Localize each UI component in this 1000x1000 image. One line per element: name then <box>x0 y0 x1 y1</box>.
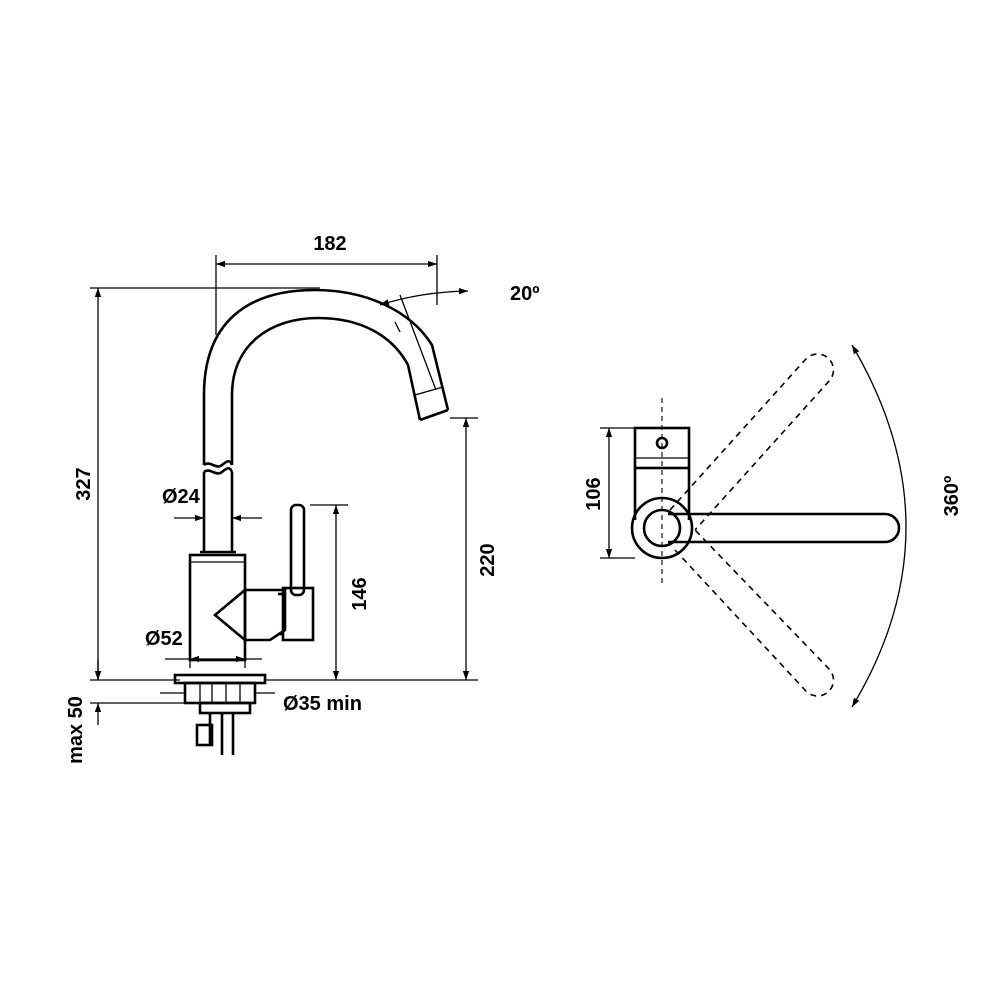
faucet-spout <box>200 288 450 554</box>
dimension-label-d24: Ø24 <box>162 486 201 508</box>
top-view-body <box>630 426 694 560</box>
top-view: 106 360º <box>583 344 963 708</box>
dimension-label-146: 146 <box>349 577 371 610</box>
dimension-label-327: 327 <box>73 467 95 500</box>
dimension-label-max-50: max 50 <box>65 696 87 764</box>
dimension-swivel-angle: 360º <box>851 344 963 708</box>
side-view: 182 20º 327 220 146 <box>65 233 540 764</box>
dimension-base-diameter: Ø52 <box>145 628 262 668</box>
dimension-total-height: 327 <box>73 287 320 681</box>
dimension-label-20-deg: 20º <box>510 283 540 305</box>
dimension-label-d52: Ø52 <box>145 628 183 650</box>
dimension-label-220: 220 <box>477 543 499 576</box>
dimension-label-360-deg: 360º <box>941 476 963 517</box>
dimension-hole-diameter: Ø35 min <box>160 692 362 715</box>
dimension-body-depth: 106 <box>583 427 635 559</box>
dimension-label-182: 182 <box>313 233 346 255</box>
top-view-spout <box>668 512 901 544</box>
faucet-body <box>188 553 315 662</box>
mounting-shank <box>173 673 267 755</box>
dimension-deck-thickness: max 50 <box>65 660 185 764</box>
dimension-spout-reach: 182 <box>215 233 438 335</box>
top-view-spout-rotated-positions <box>669 353 835 697</box>
dimension-spout-clearance: 220 <box>265 417 499 681</box>
dimension-lever-height: 146 <box>310 504 371 680</box>
dimension-label-106: 106 <box>583 477 605 510</box>
dimension-shank-diameter: Ø24 <box>162 486 262 522</box>
dimension-label-d35-min: Ø35 min <box>283 693 362 715</box>
dimension-spout-angle: 20º <box>379 283 540 391</box>
faucet-lever <box>289 503 306 597</box>
